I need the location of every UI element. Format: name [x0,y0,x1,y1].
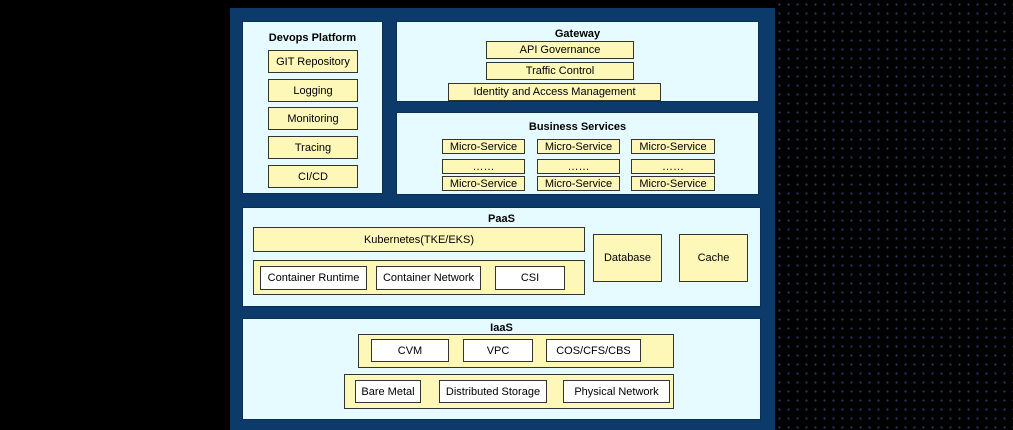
container-network-box: Container Network [376,266,481,290]
micro-service-box: Micro-Service [442,176,525,191]
physical-network-box: Physical Network [563,380,670,403]
cvm-box: CVM [371,339,449,362]
iaas-panel: IaaS CVM VPC COS/CFS/CBS Bare Metal Dist… [242,318,761,420]
paas-title: PaaS [488,213,515,225]
container-runtime-box: Container Runtime [260,266,367,290]
gateway-item-api-governance: API Governance [486,41,634,59]
micro-service-box: Micro-Service [442,139,525,154]
micro-service-box: Micro-Service [537,176,620,191]
csi-box: CSI [495,266,565,290]
paas-panel: PaaS Kubernetes(TKE/EKS) Container Runti… [242,207,761,307]
micro-service-box: Micro-Service [631,139,715,154]
micro-service-box: Micro-Service [537,139,620,154]
devops-platform-title: Devops Platform [268,32,357,44]
gateway-title: Gateway [554,28,601,40]
distributed-storage-box: Distributed Storage [439,380,547,403]
architecture-diagram: Devops Platform GIT Repository Logging M… [230,8,775,430]
devops-platform-panel: Devops Platform GIT Repository Logging M… [242,21,383,194]
business-services-title: Business Services [528,121,627,133]
cache-box: Cache [679,234,748,282]
vpc-box: VPC [463,339,533,362]
devops-item-tracing: Tracing [268,136,358,159]
micro-service-box: Micro-Service [631,176,715,191]
devops-item-git-repository: GIT Repository [268,50,358,73]
ellipsis-box: …… [537,159,620,174]
kubernetes-box: Kubernetes(TKE/EKS) [253,227,585,252]
dot-pattern-background [775,0,1013,430]
gateway-panel: Gateway API Governance Traffic Control I… [396,21,759,102]
ellipsis-box: …… [631,159,715,174]
database-box: Database [593,234,662,282]
ellipsis-box: …… [442,159,525,174]
cos-cfs-cbs-box: COS/CFS/CBS [546,339,641,362]
business-services-panel: Business Services Micro-Service Micro-Se… [396,112,759,195]
gateway-item-identity-access-management: Identity and Access Management [448,83,661,101]
bare-metal-box: Bare Metal [355,380,421,403]
iaas-title: IaaS [490,322,513,334]
devops-item-monitoring: Monitoring [268,107,358,130]
gateway-item-traffic-control: Traffic Control [486,62,634,80]
devops-item-cicd: CI/CD [268,165,358,188]
devops-item-logging: Logging [268,79,358,102]
